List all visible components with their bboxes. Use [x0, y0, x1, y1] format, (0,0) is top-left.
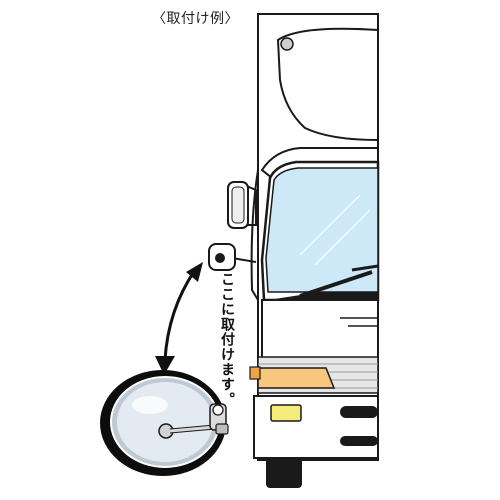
roof-marker-light [280, 37, 294, 51]
cab-lower-panel [261, 299, 379, 361]
mount-instruction: ここに取付けます。 [219, 272, 235, 407]
fog-lamp [270, 404, 302, 422]
round-convex-mirror-icon [100, 370, 229, 476]
double-headed-curved-arrow-icon [155, 262, 203, 375]
mount-point-mirror [208, 243, 257, 271]
figure-caption: 〈取付け例〉 [152, 11, 239, 27]
door-edge [250, 169, 259, 301]
cab-roof-curve [276, 27, 379, 142]
bumper-vent-upper [340, 406, 378, 418]
bumper-vent-lower [340, 436, 378, 446]
turn-signal [249, 366, 261, 380]
windshield [265, 167, 379, 293]
front-tyre [266, 458, 302, 488]
side-mirror [227, 181, 257, 229]
wiper [268, 292, 378, 300]
headlamp [257, 367, 336, 389]
